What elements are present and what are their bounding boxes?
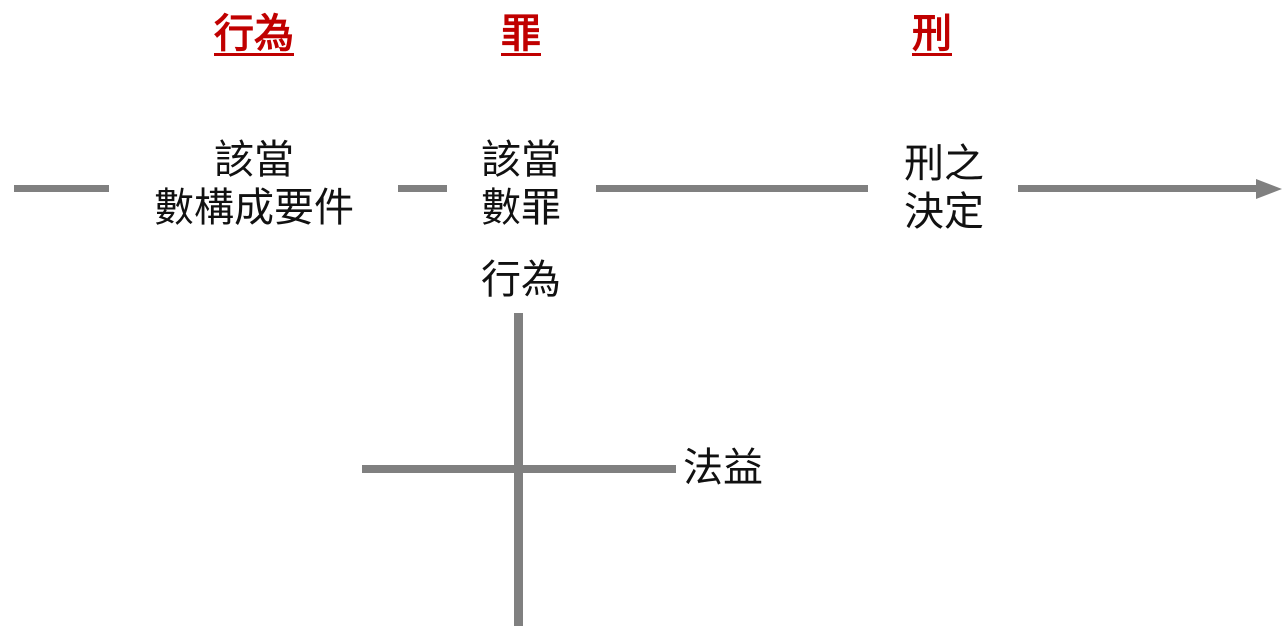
flow-line-start: [14, 185, 109, 192]
node-crime-act-line2: 數罪: [481, 185, 561, 231]
legal-interest-label: 法益: [683, 445, 763, 491]
flow-line-end: [1018, 185, 1258, 192]
header-crime: 罪: [501, 11, 541, 57]
node-sentence-line2: 決定: [904, 189, 984, 235]
header-punishment: 刑: [912, 11, 952, 57]
node-elements-line2: 數構成要件: [154, 185, 354, 231]
node-crime-act-line3: 行為: [481, 257, 561, 303]
arrow-head-icon: [1256, 179, 1282, 199]
flow-line-mid: [398, 185, 447, 192]
node-elements-line1: 該當: [214, 137, 294, 183]
cross-horizontal-line: [362, 465, 676, 473]
flow-line-long: [596, 185, 868, 192]
node-sentence: 刑之 決定: [904, 140, 984, 236]
header-act: 行為: [214, 11, 294, 57]
node-crime-act: 該當 數罪 行為: [481, 136, 561, 304]
node-elements: 該當 數構成要件: [154, 136, 354, 232]
node-sentence-line1: 刑之: [904, 141, 984, 187]
node-crime-act-line1: 該當: [481, 137, 561, 183]
